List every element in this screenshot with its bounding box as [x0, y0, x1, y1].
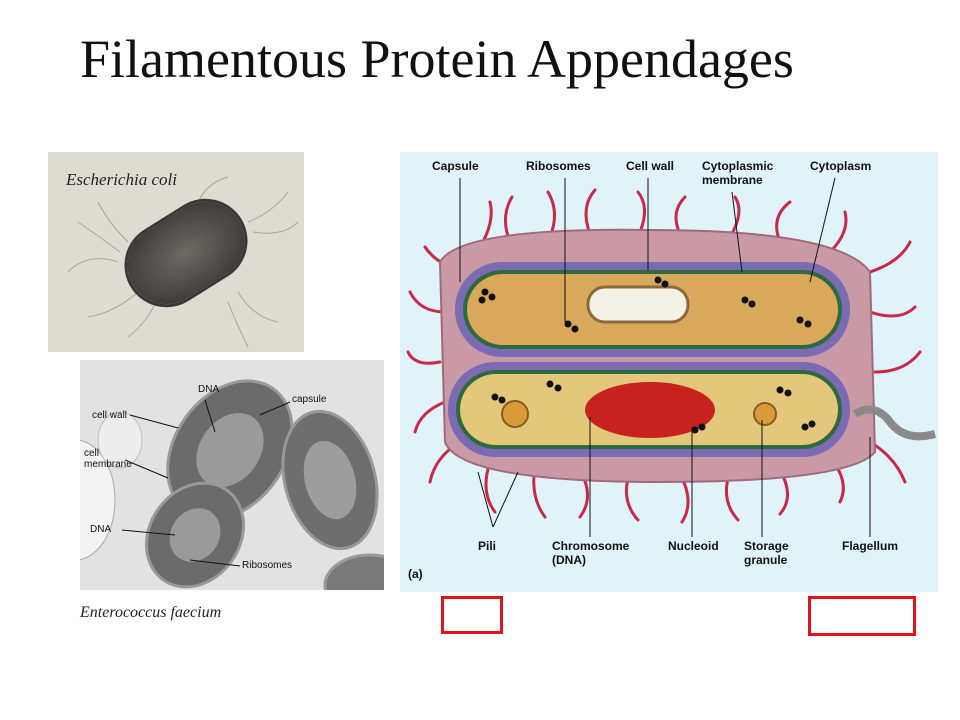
panel-letter: (a): [408, 567, 423, 581]
enterococcus-caption: Enterococcus faecium: [80, 604, 222, 621]
label-capsule: Capsule: [432, 159, 479, 173]
bacterial-cell-diagram: Capsule Ribosomes Cell wall Cytoplasmic …: [400, 152, 938, 592]
label-pili: Pili: [478, 539, 497, 553]
enterococcus-label-ribosomes: Ribosomes: [242, 560, 293, 571]
ribosome-dots: [478, 276, 816, 434]
highlight-box-flagellum: [808, 596, 916, 636]
enterococcus-label-dna-top: DNA: [198, 384, 220, 395]
label-cytoplasmic-membrane: Cytoplasmic membrane: [702, 159, 774, 187]
flagellum-shape: [852, 405, 937, 441]
ecoli-pili-lines: [67, 176, 299, 348]
highlight-box-pili: [441, 596, 503, 634]
label-flagellum: Flagellum: [842, 539, 899, 553]
enterococcus-cells: [80, 379, 384, 590]
ecoli-micrograph: Escherichia coli: [48, 152, 304, 352]
enterococcus-label-capsule: capsule: [292, 394, 327, 405]
label-cytoplasm: Cytoplasm: [810, 159, 872, 173]
enterococcus-label-cell-wall: cell wall: [92, 410, 128, 421]
enterococcus-micrograph: DNA capsule cell wall cell membrane DNA …: [80, 360, 384, 590]
enterococcus-label-cell-membrane: cell membrane: [84, 448, 132, 470]
enterococcus-label-dna-bottom: DNA: [90, 524, 112, 535]
label-chromosome: Chromosome (DNA): [552, 539, 630, 567]
ecoli-caption: Escherichia coli: [66, 170, 177, 189]
label-nucleoid: Nucleoid: [668, 539, 719, 553]
label-storage-granule: Storage granule: [744, 539, 789, 567]
label-cell-wall: Cell wall: [626, 159, 675, 173]
label-ribosomes: Ribosomes: [526, 159, 591, 173]
page-title: Filamentous Protein Appendages: [80, 29, 794, 89]
bacterial-cell-illustration: [406, 177, 937, 537]
